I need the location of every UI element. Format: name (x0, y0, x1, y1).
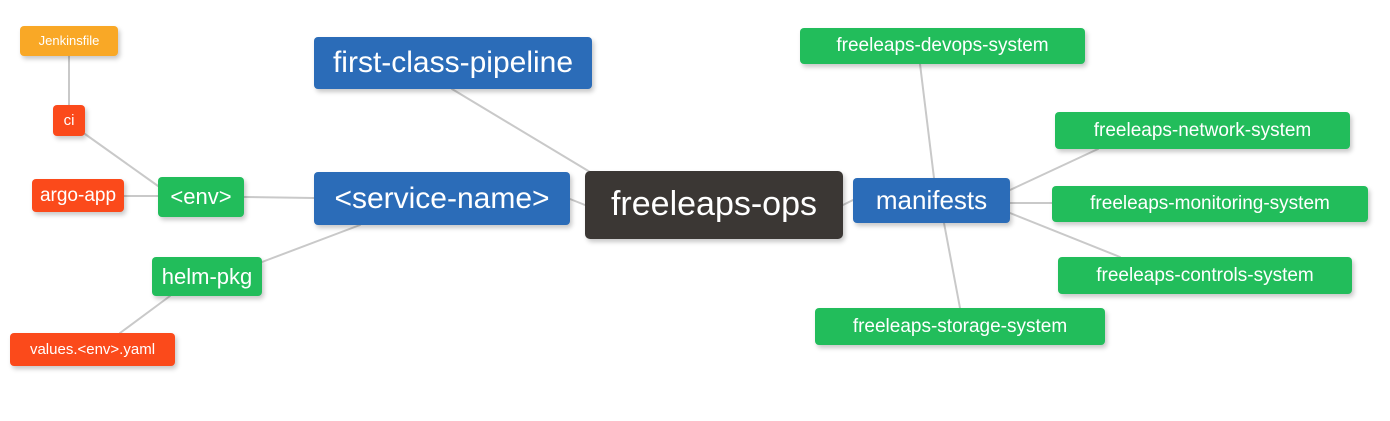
node-label-storage: freeleaps-storage-system (852, 315, 1068, 337)
node-pipeline[interactable]: first-class-pipeline (314, 37, 592, 89)
edge-manifests-to-devops (919, 63, 935, 179)
edge-service-to-env (243, 196, 315, 199)
edge-manifests-to-network (1009, 148, 1099, 191)
node-label-pipeline: first-class-pipeline (332, 46, 574, 80)
node-network[interactable]: freeleaps-network-system (1055, 112, 1350, 149)
node-argo[interactable]: argo-app (32, 179, 124, 212)
node-label-manifests: manifests (875, 184, 988, 215)
node-label-jenkins: Jenkinsfile (38, 33, 100, 49)
node-label-service: <service-name> (334, 181, 550, 215)
node-root[interactable]: freeleaps-ops (585, 171, 843, 239)
node-jenkins[interactable]: Jenkinsfile (20, 26, 118, 56)
node-label-ci: ci (63, 111, 75, 129)
node-monitoring[interactable]: freeleaps-monitoring-system (1052, 186, 1368, 222)
node-label-env: <env> (170, 184, 232, 210)
node-label-network: freeleaps-network-system (1093, 119, 1312, 141)
node-env[interactable]: <env> (158, 177, 244, 217)
node-label-valuesyaml: values.<env>.yaml (29, 340, 156, 358)
node-label-helm: helm-pkg (161, 263, 253, 289)
edge-helm-to-valuesyaml (119, 295, 171, 334)
node-label-argo: argo-app (39, 184, 117, 206)
node-helm[interactable]: helm-pkg (152, 257, 262, 296)
edge-root-to-pipeline (451, 88, 601, 179)
node-storage[interactable]: freeleaps-storage-system (815, 308, 1105, 345)
node-devops[interactable]: freeleaps-devops-system (800, 28, 1085, 64)
edge-root-to-service (569, 198, 586, 206)
node-manifests[interactable]: manifests (853, 178, 1010, 223)
node-service[interactable]: <service-name> (314, 172, 570, 225)
node-label-monitoring: freeleaps-monitoring-system (1090, 193, 1330, 215)
node-controls[interactable]: freeleaps-controls-system (1058, 257, 1352, 294)
node-valuesyaml[interactable]: values.<env>.yaml (10, 333, 175, 366)
node-label-controls: freeleaps-controls-system (1096, 264, 1314, 286)
node-label-root: freeleaps-ops (610, 185, 817, 224)
edge-manifests-to-storage (943, 222, 961, 309)
edge-root-to-manifests (842, 199, 854, 206)
node-label-devops: freeleaps-devops-system (836, 35, 1049, 57)
node-ci[interactable]: ci (53, 105, 85, 136)
edge-service-to-helm (261, 224, 361, 263)
